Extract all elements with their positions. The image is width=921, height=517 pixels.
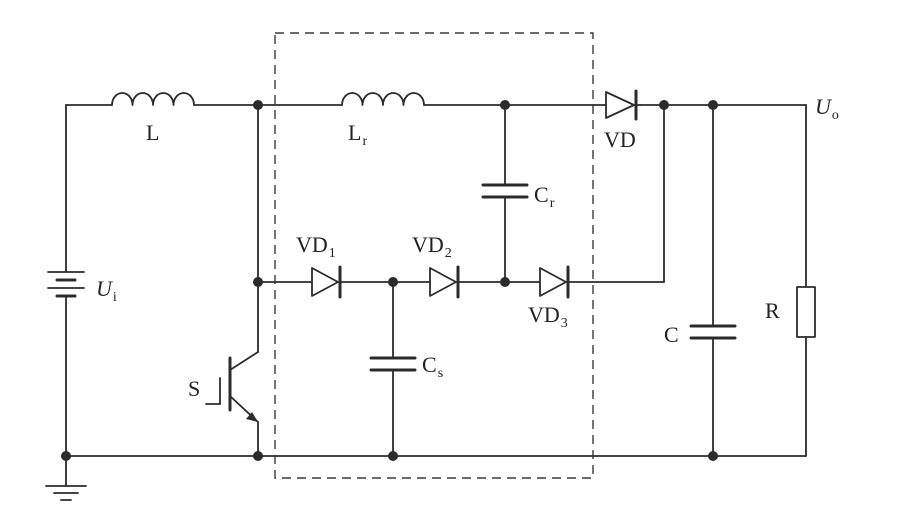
junction-dot xyxy=(708,451,718,461)
capacitor-C xyxy=(689,104,737,457)
junction-dot xyxy=(708,100,718,110)
inductor-L xyxy=(111,92,195,106)
diode-VD2-label: VD2 xyxy=(412,232,452,261)
junction-dot xyxy=(253,451,263,461)
voltage-source-Ui xyxy=(47,104,85,457)
diode-VD1 xyxy=(311,265,342,299)
ground-icon xyxy=(45,455,87,501)
diode-VD3-label: VD3 xyxy=(528,302,568,331)
capacitor-C-label: C xyxy=(664,322,679,347)
switch-S-label: S xyxy=(188,376,200,401)
diode-VD-label: VD xyxy=(604,127,636,152)
auxiliary-circuit-boundary xyxy=(274,32,594,479)
inductor-Lr-label: Lr xyxy=(348,120,367,149)
capacitor-Cs-label: Cs xyxy=(422,352,443,381)
diode-VD3 xyxy=(539,265,570,299)
junction-dot xyxy=(253,277,263,287)
switch-S xyxy=(205,281,259,457)
junction-dot xyxy=(253,100,263,110)
diode-VD2 xyxy=(429,265,460,299)
junction-dot xyxy=(500,277,510,287)
junction-dot xyxy=(500,100,510,110)
source-label: Ui xyxy=(96,276,117,305)
diode-row-wire xyxy=(257,104,665,283)
junction-dot xyxy=(61,451,71,461)
resistor-R xyxy=(796,104,816,457)
diode-VD xyxy=(605,89,641,121)
junction-dot xyxy=(388,277,398,287)
capacitor-Cr xyxy=(481,104,529,283)
junction-dot xyxy=(659,100,669,110)
resistor-R-label: R xyxy=(765,298,780,323)
output-voltage-label: Uo xyxy=(815,94,839,123)
junction-dot xyxy=(388,451,398,461)
inductor-Lr xyxy=(341,92,425,106)
capacitor-Cr-label: Cr xyxy=(534,182,555,211)
junction-dots xyxy=(61,100,718,461)
inductor-L-label: L xyxy=(146,120,159,145)
diode-VD1-label: VD1 xyxy=(296,232,336,261)
capacitor-Cs xyxy=(369,281,417,457)
